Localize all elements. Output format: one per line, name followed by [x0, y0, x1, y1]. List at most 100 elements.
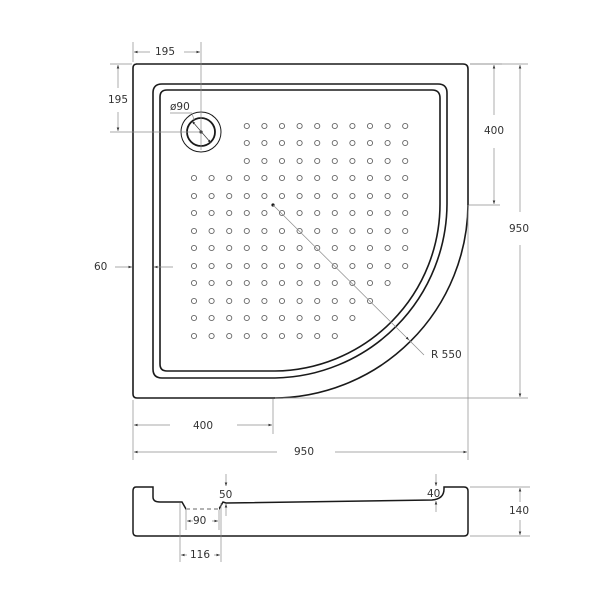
- anti-slip-dot: [208, 332, 215, 340]
- label-rim-width: 60: [94, 261, 108, 273]
- anti-slip-dot: [226, 297, 233, 305]
- anti-slip-dot: [243, 297, 250, 305]
- anti-slip-dot: [366, 227, 374, 235]
- anti-slip-dot: [243, 262, 250, 270]
- anti-slip-dot: [384, 192, 391, 200]
- anti-slip-dot: [296, 174, 303, 182]
- dim-straight-side-bottom: [132, 399, 274, 460]
- anti-slip-dot: [331, 314, 338, 322]
- anti-slip-dot: [384, 157, 391, 165]
- anti-slip-dot: [243, 157, 250, 165]
- anti-slip-dot: [349, 122, 356, 130]
- anti-slip-dot: [384, 279, 391, 287]
- anti-slip-dot: [208, 192, 215, 200]
- label-radius: R 550: [431, 349, 462, 361]
- anti-slip-dot: [366, 174, 374, 182]
- anti-slip-dot: [331, 244, 338, 252]
- anti-slip-dot: [261, 157, 268, 165]
- anti-slip-dot: [278, 314, 286, 322]
- anti-slip-dot: [278, 157, 286, 165]
- anti-slip-dot: [296, 227, 303, 235]
- anti-slip-dot: [296, 139, 303, 147]
- anti-slip-dot: [243, 209, 250, 217]
- anti-slip-dot: [314, 192, 321, 200]
- anti-slip-dot: [349, 174, 356, 182]
- anti-slip-dot: [349, 139, 356, 147]
- anti-slip-dot: [278, 227, 286, 235]
- anti-slip-dot: [261, 262, 268, 270]
- anti-slip-dot: [243, 314, 250, 322]
- anti-slip-dot: [296, 297, 303, 305]
- anti-slip-dot: [296, 244, 303, 252]
- anti-slip-dot: [226, 244, 233, 252]
- anti-slip-dot: [261, 314, 268, 322]
- label-overall-height: 950: [509, 223, 530, 235]
- anti-slip-dot: [226, 332, 233, 340]
- anti-slip-dot: [331, 174, 338, 182]
- anti-slip-dot: [331, 192, 338, 200]
- anti-slip-dot: [208, 174, 215, 182]
- tray-outer-outline: [132, 63, 469, 399]
- anti-slip-dot: [261, 174, 268, 182]
- label-section-height: 140: [509, 505, 530, 517]
- anti-slip-dot: [261, 139, 268, 147]
- tray-rim-outline: [152, 83, 448, 379]
- anti-slip-dot: [278, 139, 286, 147]
- dim-drain-inner: [185, 510, 220, 530]
- anti-slip-dot: [261, 122, 268, 130]
- anti-slip-dot: [314, 279, 321, 287]
- section-profile: [132, 486, 469, 537]
- anti-slip-dot: [226, 314, 233, 322]
- label-straight-side-bottom: 400: [193, 420, 214, 432]
- anti-slip-dot: [331, 209, 338, 217]
- anti-slip-dot: [384, 209, 391, 217]
- anti-slip-dot: [296, 157, 303, 165]
- anti-slip-dot: [366, 279, 374, 287]
- anti-slip-dot: [243, 332, 250, 340]
- anti-slip-dot: [314, 157, 321, 165]
- section-view: [132, 474, 530, 562]
- anti-slip-dot: [402, 227, 409, 235]
- anti-slip-dot: [243, 139, 250, 147]
- anti-slip-dot: [349, 262, 356, 270]
- anti-slip-dot: [243, 279, 250, 287]
- anti-slip-dot: [190, 227, 198, 235]
- label-drain-outer: 116: [190, 549, 211, 561]
- anti-slip-dot: [278, 192, 286, 200]
- anti-slip-dot: [278, 262, 286, 270]
- anti-slip-dot: [296, 192, 303, 200]
- anti-slip-dot: [384, 227, 391, 235]
- anti-slip-dot: [208, 227, 215, 235]
- anti-slip-dot: [366, 139, 374, 147]
- anti-slip-dot: [384, 174, 391, 182]
- anti-slip-dot: [384, 139, 391, 147]
- anti-slip-dot: [314, 122, 321, 130]
- dim-drain-offset-x: [132, 42, 202, 150]
- anti-slip-dot: [384, 122, 391, 130]
- anti-slip-dot: [190, 279, 198, 287]
- anti-slip-dot: [349, 244, 356, 252]
- anti-slip-dot: [402, 139, 409, 147]
- anti-slip-dot: [226, 209, 233, 217]
- anti-slip-dot: [331, 227, 338, 235]
- anti-slip-dot: [314, 227, 321, 235]
- anti-slip-dot: [331, 332, 338, 340]
- anti-slip-dot: [314, 174, 321, 182]
- anti-slip-dot: [226, 174, 233, 182]
- anti-slip-dot: [331, 297, 338, 305]
- anti-slip-dot: [366, 122, 374, 130]
- anti-slip-dot: [366, 262, 374, 270]
- anti-slip-dot: [349, 157, 356, 165]
- dim-section-height: [470, 486, 530, 537]
- anti-slip-dot: [402, 262, 409, 270]
- anti-slip-dot: [402, 192, 409, 200]
- anti-slip-dot: [190, 192, 198, 200]
- anti-slip-dot: [349, 209, 356, 217]
- anti-slip-dot: [261, 279, 268, 287]
- anti-slip-dot: [208, 279, 215, 287]
- anti-slip-dot: [296, 332, 303, 340]
- anti-slip-dot: [384, 244, 391, 252]
- label-depth-right: 40: [427, 488, 441, 500]
- anti-slip-dot: [314, 244, 321, 252]
